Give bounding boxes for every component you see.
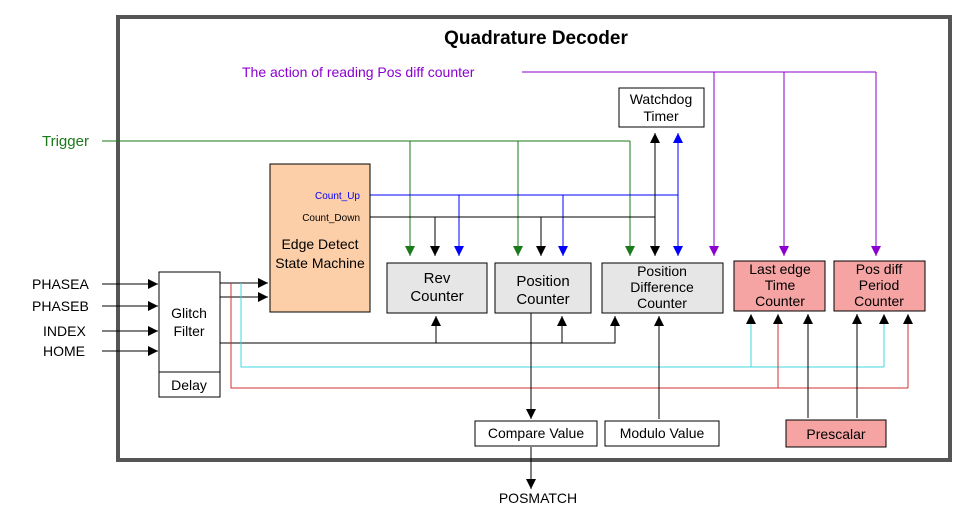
trigger-label: Trigger bbox=[42, 133, 89, 150]
prescalar-block: Prescalar bbox=[785, 419, 887, 448]
pos-diff-period-label-line1: Pos diff bbox=[856, 261, 903, 277]
compare-value-block: Compare Value bbox=[474, 420, 598, 447]
input-label-index: INDEX bbox=[43, 323, 86, 339]
trigger-lines bbox=[102, 140, 635, 256]
rev-counter-block: Rev Counter bbox=[386, 262, 488, 314]
prescalar-lines bbox=[803, 314, 862, 418]
last-edge-label-line1: Last edge bbox=[749, 261, 811, 277]
last-edge-time-counter-block: Last edge Time Counter bbox=[733, 260, 826, 312]
cyan-bus bbox=[240, 283, 889, 368]
input-arrows bbox=[102, 279, 158, 356]
decoder-frame bbox=[116, 15, 952, 462]
last-edge-label-line3: Counter bbox=[755, 293, 805, 309]
input-label-home: HOME bbox=[43, 343, 85, 359]
count-down-lines bbox=[360, 133, 660, 256]
pos-diff-period-counter-block: Pos diff Period Counter bbox=[833, 260, 926, 312]
count-down-label: Count_Down bbox=[302, 213, 360, 224]
modulo-value-label: Modulo Value bbox=[620, 425, 705, 441]
diagram-title: Quadrature Decoder bbox=[444, 28, 628, 49]
prescalar-label: Prescalar bbox=[806, 426, 865, 442]
position-counter-block: Position Counter bbox=[494, 262, 592, 314]
index-bus bbox=[220, 316, 620, 344]
count-up-label: Count_Up bbox=[315, 191, 360, 202]
modulo-value-block: Modulo Value bbox=[604, 420, 720, 447]
output-lines bbox=[526, 313, 664, 489]
glitch-filter-block: Glitch Filter Delay bbox=[158, 271, 221, 398]
edge-detect-label-line1: Edge Detect bbox=[281, 236, 358, 252]
position-counter-label-line1: Position bbox=[516, 273, 569, 290]
glitch-filter-label-line1: Glitch bbox=[171, 305, 207, 321]
count-up-lines bbox=[360, 133, 683, 256]
position-difference-label-line1: Position bbox=[637, 263, 687, 279]
position-difference-label-line3: Counter bbox=[637, 295, 687, 311]
posmatch-label: POSMATCH bbox=[499, 490, 577, 506]
position-difference-label-line2: Difference bbox=[630, 279, 694, 295]
watchdog-timer-block: Watchdog Timer bbox=[618, 87, 705, 128]
edge-detect-block: Count_Up Count_Down Edge Detect State Ma… bbox=[269, 163, 371, 313]
position-difference-counter-block: Position Difference Counter bbox=[601, 262, 724, 314]
last-edge-label-line2: Time bbox=[765, 277, 796, 293]
filter-to-edge-arrows bbox=[220, 278, 268, 302]
compare-value-label: Compare Value bbox=[488, 425, 584, 441]
input-label-phasea: PHASEA bbox=[32, 276, 89, 292]
edge-detect-label-line2: State Machine bbox=[275, 255, 365, 271]
watchdog-label-line1: Watchdog bbox=[630, 91, 693, 107]
glitch-filter-label-line2: Filter bbox=[173, 323, 204, 339]
input-label-phaseb: PHASEB bbox=[32, 298, 89, 314]
rev-counter-label-line1: Rev bbox=[424, 270, 451, 287]
pos-diff-period-label-line2: Period bbox=[859, 277, 899, 293]
delay-label: Delay bbox=[171, 377, 207, 393]
watchdog-label-line2: Timer bbox=[643, 108, 679, 124]
pos-diff-read-lines bbox=[522, 71, 881, 256]
position-counter-label-line2: Counter bbox=[516, 291, 569, 308]
rev-counter-label-line2: Counter bbox=[410, 288, 463, 305]
pos-diff-read-label: The action of reading Pos diff counter bbox=[242, 64, 475, 80]
red-bus bbox=[230, 283, 913, 389]
pos-diff-period-label-line3: Counter bbox=[854, 293, 904, 309]
